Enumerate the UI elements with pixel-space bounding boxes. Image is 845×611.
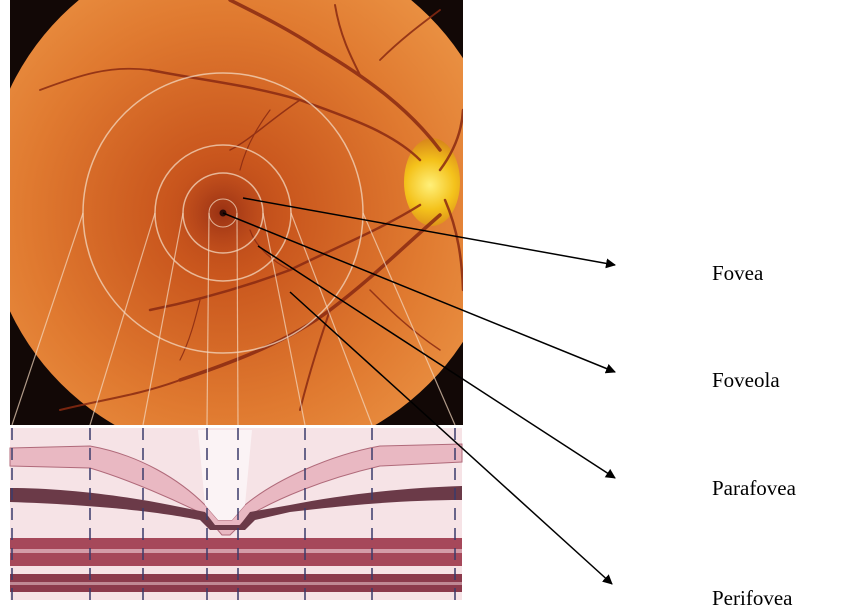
outer-layer-stripe [10, 549, 462, 553]
label-perifovea: Perifovea [712, 588, 792, 609]
retina-cross-section [10, 428, 462, 600]
label-parafovea: Parafovea [712, 478, 796, 499]
label-fovea: Fovea [712, 263, 763, 284]
label-foveola: Foveola [712, 370, 780, 391]
rpe-stripe [10, 582, 462, 585]
fundus-photo [0, 0, 505, 460]
